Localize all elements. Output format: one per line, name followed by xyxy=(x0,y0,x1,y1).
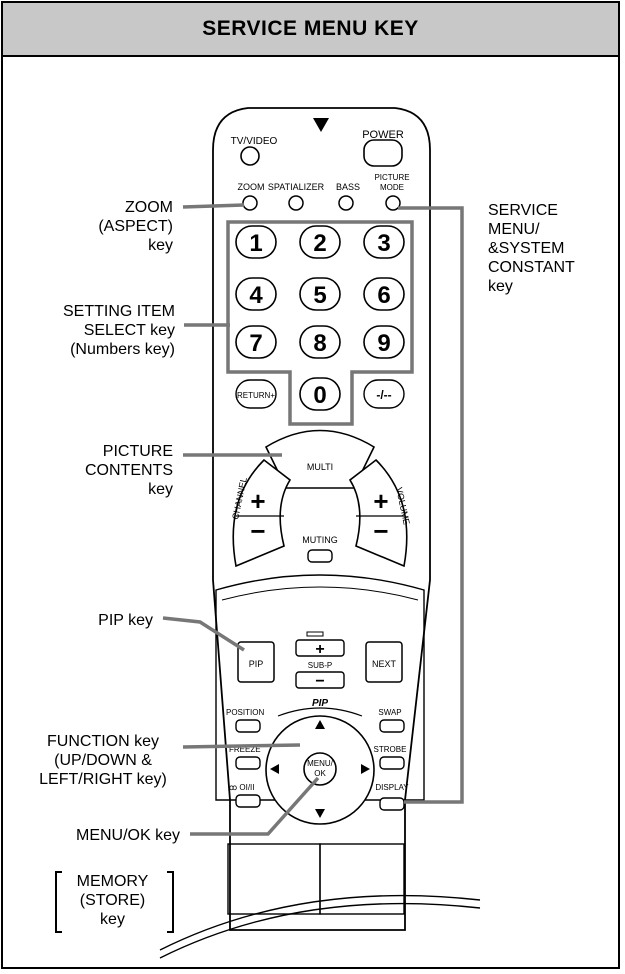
spatializer-text: SPATIALIZER xyxy=(268,182,325,192)
swap-button[interactable] xyxy=(379,719,405,733)
volume-rocker[interactable] xyxy=(348,458,408,568)
number-4-text: 4 xyxy=(249,282,263,309)
pip-button[interactable] xyxy=(237,641,275,683)
display-text: DISPLAY xyxy=(375,783,409,792)
next-text: NEXT xyxy=(372,659,397,669)
menu-ok-leader-line xyxy=(190,776,320,836)
bass-text: BASS xyxy=(336,182,360,192)
pip-ring-text: PIP xyxy=(312,698,328,709)
arrow-right-icon xyxy=(361,764,370,774)
picture-mode-button[interactable] xyxy=(385,195,401,211)
dash-button[interactable] xyxy=(363,379,405,409)
sound-button[interactable] xyxy=(235,794,261,808)
number-7-text: 7 xyxy=(249,330,262,357)
zoom-leader-line xyxy=(182,203,245,209)
multi-text: MULTI xyxy=(307,462,333,472)
remote-lower-panel xyxy=(215,574,425,801)
pip-key-label: PIP key xyxy=(98,612,153,629)
number-3-text: 3 xyxy=(377,230,390,257)
position-text: POSITION xyxy=(226,708,264,717)
menu-ok-key-label: MENU/OK key xyxy=(75,827,180,844)
memory-brackets xyxy=(55,871,174,933)
freeze-button[interactable] xyxy=(235,756,261,770)
muting-text: MUTING xyxy=(302,535,338,545)
channel-up-icon: + xyxy=(250,486,265,516)
number-2-text: 2 xyxy=(313,230,326,257)
pip-text: PIP xyxy=(249,659,264,669)
number-8-text: 8 xyxy=(313,330,326,357)
setting-item-select-key-label: SETTING ITEM SELECT key (Numbers key) xyxy=(63,303,175,358)
picture-mode-text-2: MODE xyxy=(380,183,404,192)
number-6-text: 6 xyxy=(377,282,390,309)
number-7-button[interactable] xyxy=(235,325,277,359)
function-key-label: FUNCTION key (UP/DOWN & LEFT/RIGHT key) xyxy=(39,733,167,788)
page-title: SERVICE MENU KEY xyxy=(3,3,618,57)
service-menu-key-label: SERVICE MENU/ &SYSTEM CONSTANT key xyxy=(488,202,575,295)
power-text: POWER xyxy=(362,129,404,141)
sub-p-down-button[interactable] xyxy=(295,671,345,689)
arrow-down-icon xyxy=(315,809,325,818)
number-9-button[interactable] xyxy=(363,325,405,359)
number-keys-highlight xyxy=(226,220,414,426)
tv-video-text: TV/VIDEO xyxy=(231,136,278,147)
memory-key-label: MEMORY (STORE) key xyxy=(76,873,149,928)
arrow-up-icon xyxy=(315,720,325,729)
power-button[interactable] xyxy=(363,139,403,167)
function-leader-line xyxy=(182,743,301,749)
return-button[interactable] xyxy=(235,379,277,409)
arrow-left-icon xyxy=(270,764,279,774)
strobe-text: STROBE xyxy=(374,745,407,754)
number-5-text: 5 xyxy=(313,282,326,309)
menu-ok-text-1: MENU/ xyxy=(307,759,334,768)
number-1-button[interactable] xyxy=(235,225,277,259)
picture-mode-text-1: PICTURE xyxy=(374,173,409,182)
position-button[interactable] xyxy=(235,719,261,733)
display-button[interactable] xyxy=(379,797,405,811)
bass-button[interactable] xyxy=(338,195,354,211)
tv-video-button[interactable] xyxy=(240,146,260,166)
menu-ok-button[interactable] xyxy=(303,752,337,786)
zoom-text: ZOOM xyxy=(238,182,265,192)
return-text: RETURN+ xyxy=(237,391,275,400)
menu-ok-text-2: OK xyxy=(314,769,326,778)
number-8-button[interactable] xyxy=(299,325,341,359)
ir-indicator-icon xyxy=(313,118,329,132)
sub-p-down-icon: − xyxy=(315,673,324,690)
dash-text: -/-- xyxy=(376,388,391,402)
number-9-text: 9 xyxy=(377,330,390,357)
pip-leader-line xyxy=(162,616,245,652)
zoom-key-label: ZOOM (ASPECT) key xyxy=(98,199,173,254)
volume-down-icon: − xyxy=(373,516,388,546)
number-4-button[interactable] xyxy=(235,277,277,311)
multi-button[interactable] xyxy=(264,429,376,489)
sub-p-up-icon: + xyxy=(315,641,324,658)
number-0-text: 0 xyxy=(313,382,326,409)
number-2-button[interactable] xyxy=(299,225,341,259)
picture-contents-key-label: PICTURE CONTENTS key xyxy=(85,443,173,498)
next-button[interactable] xyxy=(365,641,403,683)
muting-button[interactable] xyxy=(307,549,333,563)
number-6-button[interactable] xyxy=(363,277,405,311)
sub-p-up-button[interactable] xyxy=(295,639,345,657)
number-0-button[interactable] xyxy=(299,377,341,411)
sound-text: ꝏ OI/II xyxy=(229,783,254,792)
strobe-button[interactable] xyxy=(379,756,405,770)
volume-up-icon: + xyxy=(373,486,388,516)
sub-p-text: SUB-P xyxy=(308,661,332,670)
number-3-button[interactable] xyxy=(363,225,405,259)
swap-text: SWAP xyxy=(378,708,401,717)
service-menu-leader-line xyxy=(398,206,464,804)
callout-lines xyxy=(162,203,464,836)
spatializer-button[interactable] xyxy=(288,195,304,211)
number-5-button[interactable] xyxy=(299,277,341,311)
channel-down-icon: − xyxy=(250,516,265,546)
number-1-text: 1 xyxy=(249,230,262,257)
freeze-text: FREEZE xyxy=(229,745,261,754)
channel-rocker[interactable] xyxy=(232,458,292,568)
zoom-button[interactable] xyxy=(242,195,258,211)
